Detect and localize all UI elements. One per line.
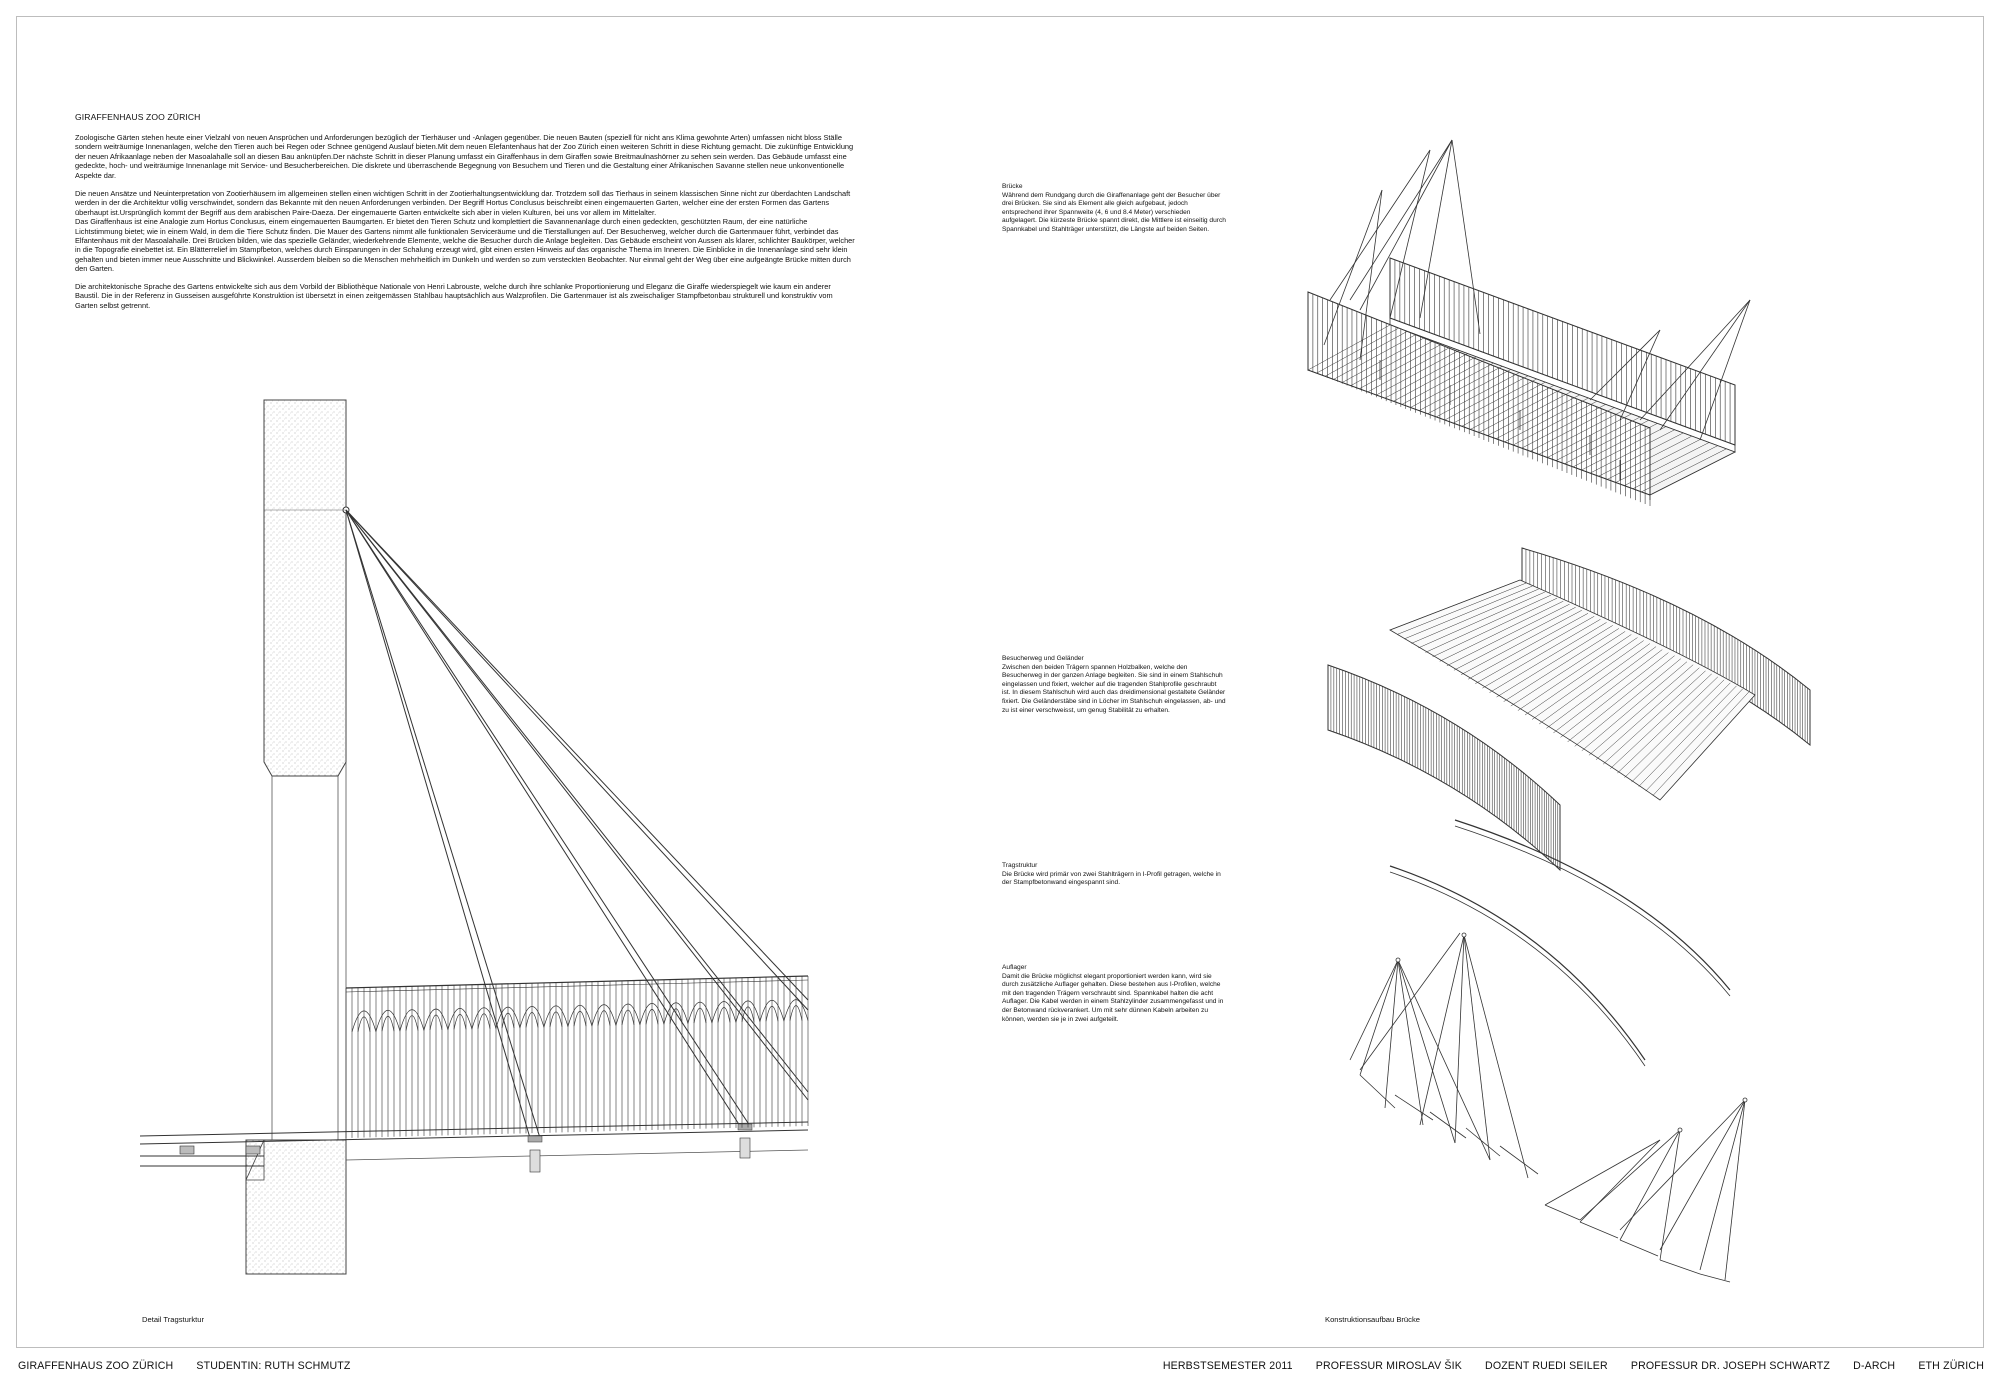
railing-and-deck-exploded	[1327, 547, 1811, 872]
cable-stays	[345, 509, 809, 1139]
footer-institution: ETH ZÜRICH	[1918, 1360, 1984, 1372]
footer-professur-sik: PROFESSUR MIROSLAV ŠIK	[1315, 1360, 1462, 1372]
intro-paragraph-1: Zoologische Gärten stehen heute einer Vi…	[75, 133, 854, 180]
steel-beams-exploded	[1389, 819, 1731, 1067]
annotation-tragstruktur-text: Die Brücke wird primär von zwei Stahlträ…	[1002, 870, 1221, 887]
supports-and-cables-exploded	[1349, 932, 1748, 1283]
page-title: GIRAFFENHAUS ZOO ZÜRICH	[75, 112, 201, 122]
footer-left: GIRAFFENHAUS ZOO ZÜRICH STUDENTIN: RUTH …	[18, 1360, 371, 1372]
footer-semester: HERBSTSEMESTER 2011	[1162, 1360, 1293, 1372]
footer-project: GIRAFFENHAUS ZOO ZÜRICH	[18, 1360, 174, 1372]
caption-konstruktion: Konstruktionsaufbau Brücke	[1325, 1315, 1420, 1324]
intro-paragraph-2: Die neuen Ansätze und Neuinterpretation …	[75, 189, 851, 217]
annotation-bruecke-heading: Brücke	[1002, 183, 1023, 190]
footer-student: STUDENTIN: RUTH SCHMUTZ	[196, 1360, 351, 1372]
annotation-bruecke: Brücke Während dem Rundgang durch die Gi…	[1002, 183, 1226, 235]
sheet-frame	[16, 16, 1984, 1348]
bridge-assembled-axonometric	[1307, 139, 1751, 506]
footer-professur-schwartz: PROFESSUR DR. JOSEPH SCHWARTZ	[1630, 1360, 1831, 1372]
railing-elevation	[345, 975, 809, 1138]
annotation-besucherweg: Besucherweg und Geländer Zwischen den be…	[1002, 655, 1226, 715]
annotation-tragstruktur: Tragstruktur Die Brücke wird primär von …	[1002, 862, 1226, 888]
concrete-wall-base	[245, 1139, 347, 1275]
caption-detail: Detail Tragsturktur	[142, 1315, 205, 1324]
intro-paragraph-3: Das Giraffenhaus ist eine Analogie zum H…	[75, 217, 855, 274]
annotation-bruecke-text: Während dem Rundgang durch die Giraffena…	[1002, 191, 1226, 233]
intro-text: Zoologische Gärten stehen heute einer Vi…	[75, 133, 855, 318]
intro-paragraph-4: Die architektonische Sprache des Gartens…	[75, 281, 833, 310]
annotation-auflager-heading: Auflager	[1002, 964, 1027, 971]
annotation-besucherweg-text: Zwischen den beiden Trägern spannen Holz…	[1002, 663, 1226, 714]
footer-right: HERBSTSEMESTER 2011 PROFESSUR MIROSLAV Š…	[1143, 1360, 1984, 1372]
annotation-tragstruktur-heading: Tragstruktur	[1002, 862, 1038, 869]
annotation-auflager-text: Damit die Brücke möglichst elegant propo…	[1002, 972, 1224, 1023]
footer-department: D-ARCH	[1853, 1360, 1896, 1372]
footer-dozent: DOZENT RUEDI SEILER	[1485, 1360, 1608, 1372]
annotation-besucherweg-heading: Besucherweg und Geländer	[1002, 655, 1084, 662]
annotation-auflager: Auflager Damit die Brücke möglichst eleg…	[1002, 964, 1226, 1024]
